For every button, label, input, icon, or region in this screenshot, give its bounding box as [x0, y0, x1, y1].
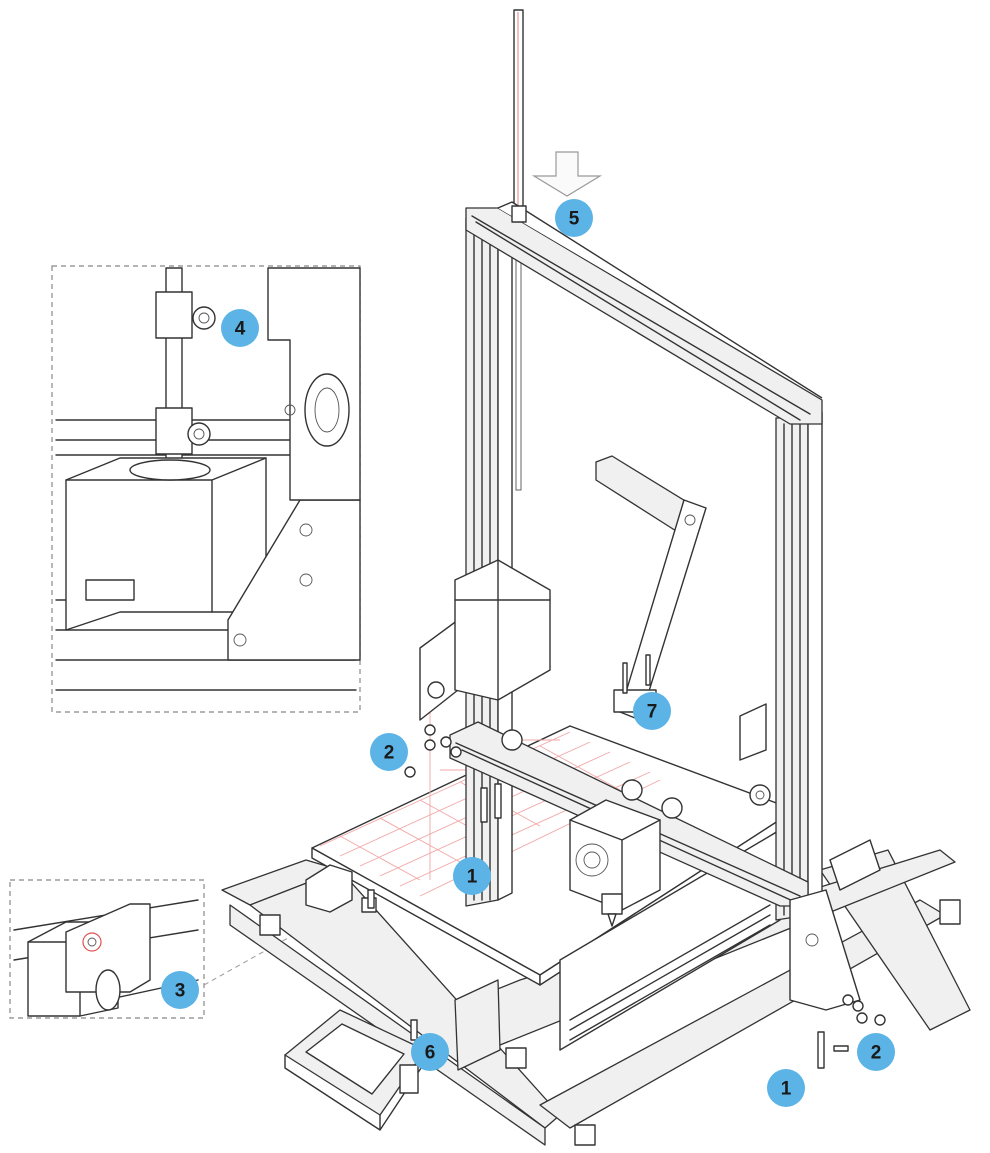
svg-text:4: 4: [235, 319, 246, 340]
svg-text:2: 2: [384, 743, 395, 764]
svg-text:7: 7: [647, 702, 658, 723]
lcd-screen: [284, 1009, 426, 1131]
hotend-carriage: [569, 799, 661, 927]
callout-1-bed: 1: [453, 857, 491, 895]
callout-2-right: 2: [857, 1033, 895, 1071]
insert-arrow-icon: [531, 151, 603, 197]
inset-z-coupler-detail: [51, 265, 361, 713]
callout-5: 5: [555, 199, 593, 237]
callout-2-left: 2: [370, 733, 408, 771]
callout-6: 6: [411, 1033, 449, 1071]
svg-text:1: 1: [781, 1079, 792, 1100]
left-bracket-screws: [367, 724, 502, 1041]
svg-text:5: 5: [569, 209, 580, 230]
svg-text:6: 6: [425, 1043, 436, 1064]
svg-text:2: 2: [871, 1043, 882, 1064]
right-bracket-screws: [817, 994, 886, 1069]
spool-holder: [595, 455, 707, 721]
callout-7: 7: [633, 692, 671, 730]
callout-4: 4: [221, 309, 259, 347]
svg-text:1: 1: [467, 867, 478, 888]
callout-1-base: 1: [767, 1069, 805, 1107]
callout-3: 3: [161, 971, 199, 1009]
printer-assembly: [221, 9, 971, 1146]
svg-text:3: 3: [175, 981, 186, 1002]
